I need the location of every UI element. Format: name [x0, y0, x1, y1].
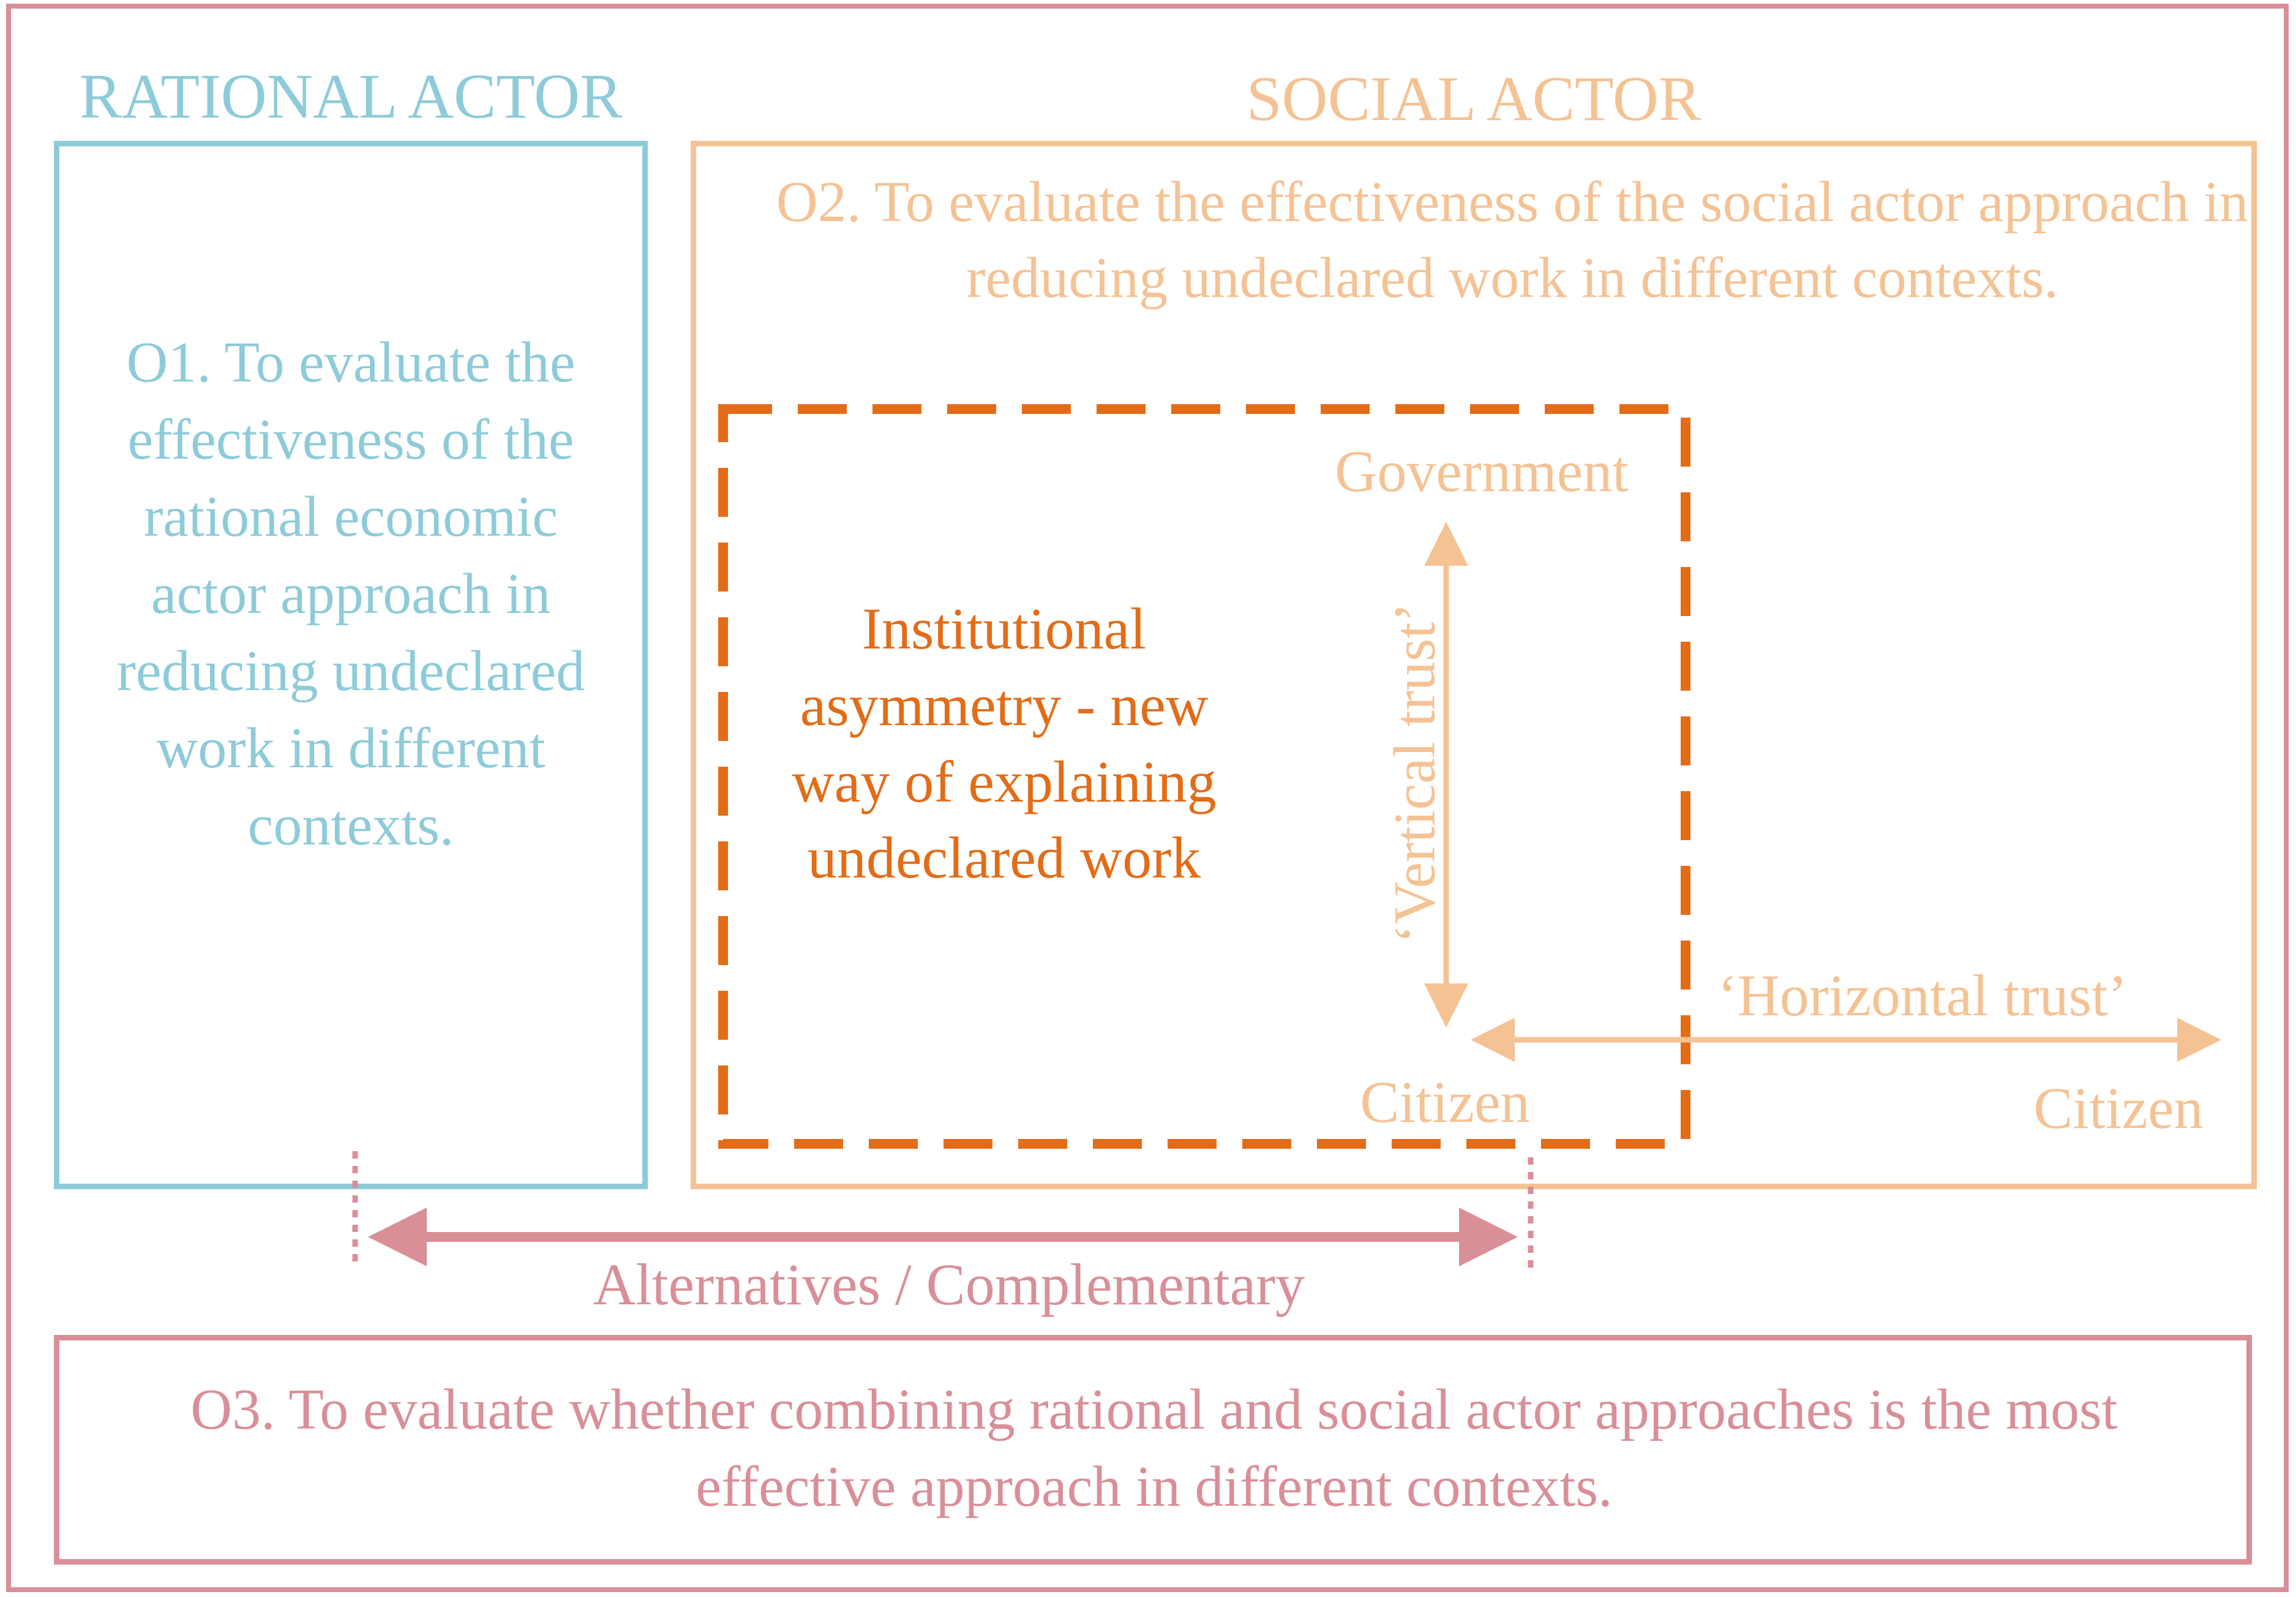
institutional-asymmetry-text: Institutional asymmetry - new way of exp… [792, 596, 1217, 891]
outer-frame [6, 4, 2289, 1592]
social-actor-box [691, 141, 2257, 1189]
vertical-trust-label: ‘Vertical trust’ [1381, 603, 1447, 944]
institutional-dashed-box [718, 404, 1690, 1149]
government-label: Government [1335, 438, 1629, 504]
rational-actor-box [54, 141, 648, 1189]
combined-objective-box [54, 1335, 2252, 1565]
citizen-horizontal-label: Citizen [2033, 1075, 2204, 1141]
objective-o3: O3. To evaluate whether combining ration… [190, 1378, 2118, 1519]
objective-o2: O2. To evaluate the effectiveness of the… [776, 170, 2249, 310]
citizen-vertical-label: Citizen [1360, 1069, 1530, 1135]
objective-o1: O1. To evaluate the effectiveness of the… [116, 331, 585, 857]
rational-actor-title: RATIONAL ACTOR [79, 61, 623, 132]
social-actor-title: SOCIAL ACTOR [1246, 64, 1701, 134]
horizontal-trust-label: ‘Horizontal trust’ [1717, 963, 2128, 1028]
alternatives-label: Alternatives / Complementary [593, 1252, 1305, 1317]
